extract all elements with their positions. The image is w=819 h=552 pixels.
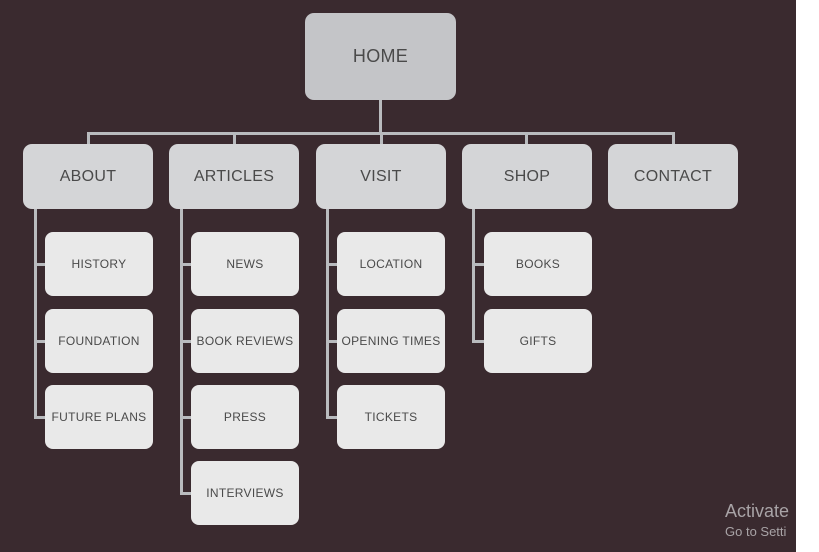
node-articles: ARTICLES [169, 144, 299, 209]
node-interviews: INTERVIEWS [191, 461, 299, 525]
spine-articles [180, 208, 183, 494]
node-opening-times: OPENING TIMES [337, 309, 445, 373]
node-shop: SHOP [462, 144, 592, 209]
branch-about-1 [34, 263, 46, 266]
branch-shop-1 [472, 263, 484, 266]
node-foundation: FOUNDATION [45, 309, 153, 373]
branch-visit-3 [326, 416, 338, 419]
connector-home-down [379, 100, 382, 135]
branch-articles-1 [180, 263, 192, 266]
node-history: HISTORY [45, 232, 153, 296]
connector-drop-articles [233, 132, 236, 145]
node-news: NEWS [191, 232, 299, 296]
connector-drop-visit [380, 132, 383, 145]
connector-drop-shop [525, 132, 528, 145]
sitemap-diagram: HOME ABOUT ARTICLES VISIT SHOP CONTACT H… [0, 0, 796, 552]
branch-articles-4 [180, 492, 192, 495]
node-book-reviews: BOOK REVIEWS [191, 309, 299, 373]
node-tickets: TICKETS [337, 385, 445, 449]
branch-visit-2 [326, 340, 338, 343]
spine-shop [472, 208, 475, 341]
connector-drop-contact [672, 132, 675, 145]
branch-articles-3 [180, 416, 192, 419]
branch-shop-2 [472, 340, 484, 343]
node-press: PRESS [191, 385, 299, 449]
branch-about-3 [34, 416, 46, 419]
node-future-plans: FUTURE PLANS [45, 385, 153, 449]
node-location: LOCATION [337, 232, 445, 296]
branch-articles-2 [180, 340, 192, 343]
node-contact: CONTACT [608, 144, 738, 209]
node-visit: VISIT [316, 144, 446, 209]
watermark-line-1: Activate [725, 501, 790, 521]
branch-visit-1 [326, 263, 338, 266]
connector-drop-about [87, 132, 90, 145]
spine-visit [326, 208, 329, 418]
node-home: HOME [305, 13, 456, 100]
activation-watermark: Activate Go to Setti [725, 500, 819, 552]
node-about: ABOUT [23, 144, 153, 209]
node-gifts: GIFTS [484, 309, 592, 373]
branch-about-2 [34, 340, 46, 343]
node-books: BOOKS [484, 232, 592, 296]
spine-about [34, 208, 37, 418]
watermark-line-2: Go to Setti [725, 524, 787, 539]
